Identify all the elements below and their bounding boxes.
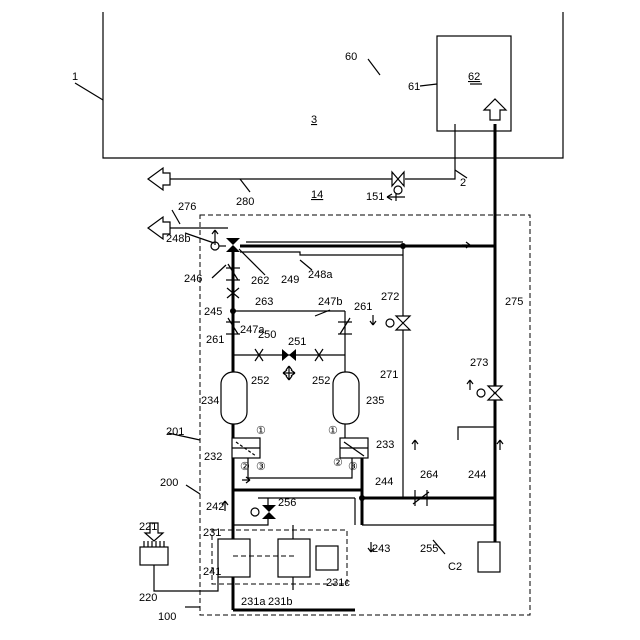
valve-273 bbox=[477, 386, 502, 400]
label-245: 245 bbox=[204, 306, 222, 318]
label-261a: 261 bbox=[206, 334, 224, 346]
label-252a: 252 bbox=[251, 375, 269, 387]
label-234: 234 bbox=[201, 395, 219, 407]
label-252b: 252 bbox=[312, 375, 330, 387]
label-60: 60 bbox=[345, 51, 357, 63]
label-231c: 231c bbox=[326, 577, 350, 589]
tank-235 bbox=[333, 372, 359, 424]
valve-272 bbox=[386, 316, 410, 330]
controller-c2 bbox=[478, 542, 500, 572]
label-275: 275 bbox=[505, 296, 523, 308]
label-151: 151 bbox=[366, 191, 384, 203]
label-c2: C2 bbox=[448, 561, 462, 573]
label-280: 280 bbox=[236, 196, 254, 208]
label-250: 250 bbox=[258, 329, 276, 341]
label-249: 249 bbox=[281, 274, 299, 286]
exhaust-arrow-icon bbox=[148, 168, 170, 190]
label-244b: 244 bbox=[468, 469, 486, 481]
label-251: 251 bbox=[288, 336, 306, 348]
label-231b: 231b bbox=[268, 596, 292, 608]
label-242: 242 bbox=[206, 501, 224, 513]
label-264: 264 bbox=[420, 469, 438, 481]
label-14: 14 bbox=[311, 189, 323, 201]
label-231: 231 bbox=[203, 527, 221, 539]
valve-232 bbox=[232, 438, 260, 458]
exhaust-line-280 bbox=[148, 168, 392, 192]
label-2: 2 bbox=[460, 177, 466, 189]
label-255: 255 bbox=[420, 543, 438, 555]
label-201: 201 bbox=[166, 426, 184, 438]
valve-151 bbox=[387, 172, 405, 201]
label-272: 272 bbox=[381, 291, 399, 303]
valve-256 bbox=[251, 505, 276, 519]
label-246: 246 bbox=[184, 273, 202, 285]
label-261b: 261 bbox=[354, 301, 372, 313]
label-221: 221 bbox=[139, 521, 157, 533]
port-mark-3b: ③ bbox=[348, 461, 358, 473]
label-271: 271 bbox=[380, 369, 398, 381]
label-235: 235 bbox=[366, 395, 384, 407]
label-256: 256 bbox=[278, 497, 296, 509]
label-232: 232 bbox=[204, 451, 222, 463]
label-100: 100 bbox=[158, 611, 176, 623]
tank-234 bbox=[221, 372, 247, 424]
valve-233 bbox=[340, 438, 368, 458]
label-244a: 244 bbox=[375, 476, 393, 488]
port-mark-2b: ② bbox=[333, 457, 343, 469]
check-valve-264 bbox=[413, 490, 429, 506]
label-61: 61 bbox=[408, 81, 420, 93]
port-mark-3a: ③ bbox=[256, 461, 266, 473]
label-241: 241 bbox=[203, 566, 221, 578]
label-248a: 248a bbox=[308, 269, 333, 281]
label-276: 276 bbox=[178, 201, 196, 213]
port-mark-1a: ① bbox=[256, 425, 266, 437]
label-200: 200 bbox=[160, 477, 178, 489]
label-248b: 248b bbox=[166, 233, 190, 245]
label-243: 243 bbox=[372, 543, 390, 555]
label-262: 262 bbox=[251, 275, 269, 287]
port-mark-1b: ① bbox=[328, 425, 338, 437]
label-273: 273 bbox=[470, 357, 488, 369]
valve-251 bbox=[282, 349, 296, 380]
label-247b: 247b bbox=[318, 296, 342, 308]
label-3: 3 bbox=[311, 114, 317, 126]
label-233: 233 bbox=[376, 439, 394, 451]
label-220: 220 bbox=[139, 592, 157, 604]
label-1: 1 bbox=[72, 71, 78, 83]
label-263: 263 bbox=[255, 296, 273, 308]
label-231a: 231a bbox=[241, 596, 266, 608]
label-62: 62 bbox=[468, 71, 480, 83]
